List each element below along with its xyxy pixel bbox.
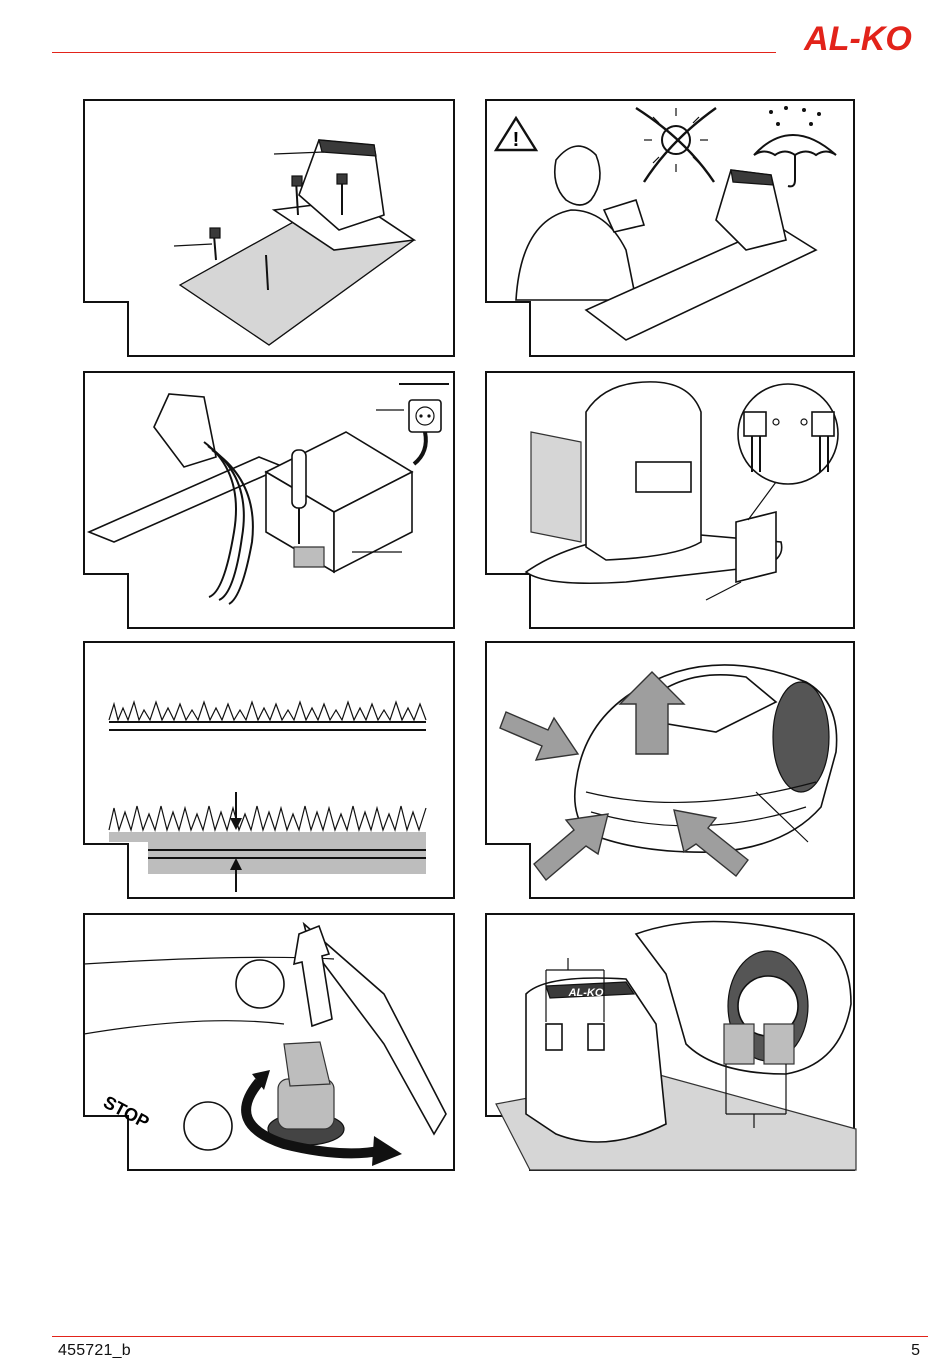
docking-station-icon bbox=[154, 394, 216, 467]
wire-terminal-icon bbox=[738, 384, 838, 484]
warning-icon: ! bbox=[496, 118, 536, 151]
document-number: 455721_b bbox=[58, 1342, 131, 1360]
figure-transformer-connection bbox=[84, 372, 456, 630]
figure-placement-warning: ! bbox=[486, 100, 856, 358]
power-socket-icon bbox=[399, 384, 449, 464]
header-rule bbox=[52, 52, 776, 53]
knob-icon bbox=[268, 1042, 344, 1145]
station-logo: AL-KO bbox=[568, 987, 604, 999]
footer-rule bbox=[52, 1336, 928, 1337]
stop-label: STOP bbox=[100, 1092, 152, 1133]
height-arrows-icon bbox=[294, 926, 332, 1026]
docking-station-icon bbox=[526, 978, 666, 1142]
no-direct-sunlight-icon bbox=[636, 108, 716, 182]
figure-mower-cover-lift bbox=[486, 642, 856, 900]
alko-logo: AL-KO bbox=[788, 20, 928, 56]
figure-boundary-wire-terminals bbox=[486, 372, 856, 630]
figure-docking-station-pegs bbox=[84, 100, 456, 358]
figure-height-adjust-knob: STOP bbox=[84, 914, 456, 1172]
figure-charging-contacts: AL-KO bbox=[486, 914, 856, 1172]
grass-icon bbox=[109, 702, 426, 874]
transformer-icon bbox=[266, 432, 412, 572]
logo-text: AL-KO bbox=[803, 20, 912, 56]
svg-text:!: ! bbox=[513, 129, 520, 151]
person-reading-icon bbox=[516, 146, 644, 300]
figure-cutting-height-grass bbox=[84, 642, 456, 900]
page-number: 5 bbox=[900, 1342, 920, 1360]
